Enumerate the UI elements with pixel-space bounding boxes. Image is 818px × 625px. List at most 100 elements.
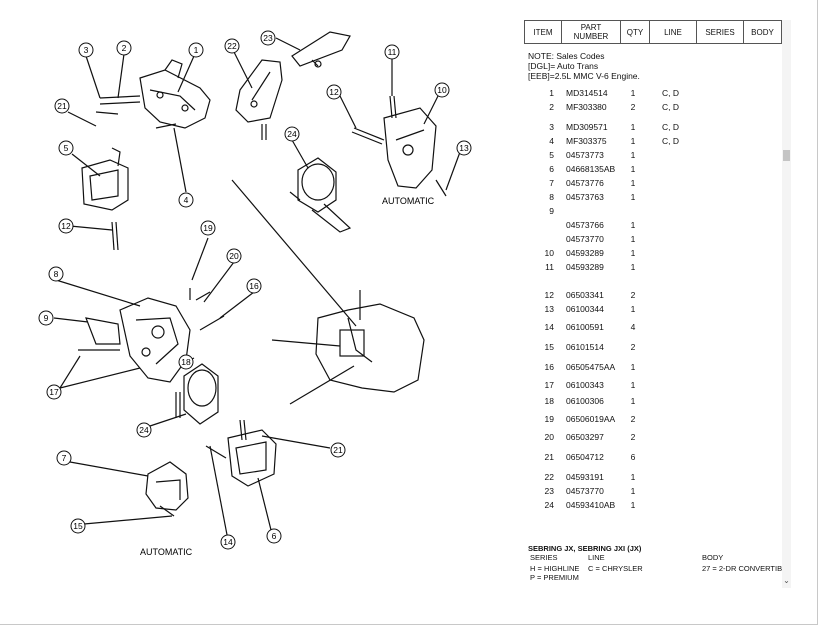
vehicle-engine-outline: [315, 290, 425, 393]
qty-cell: 1: [630, 380, 636, 390]
callout-6: 6: [266, 528, 282, 544]
qty-cell: 1: [630, 220, 636, 230]
svg-text:24: 24: [139, 425, 149, 435]
part-number-cell: 04573770: [566, 486, 604, 496]
qty-cell: 4: [630, 322, 636, 332]
legend-body-27: 27 = 2-DR CONVERTIBL: [702, 564, 787, 573]
legend-series-p: P = PREMIUM: [530, 573, 579, 582]
line-cell: C, D: [662, 88, 679, 98]
part-number-cell: 04573773: [566, 150, 604, 160]
item-cell: 15: [544, 342, 554, 352]
item-cell: 1: [549, 88, 554, 98]
line-cell: C, D: [662, 136, 679, 146]
svg-text:12: 12: [329, 87, 339, 97]
part-number-cell: 06101514: [566, 342, 604, 352]
item-cell: 16: [544, 362, 554, 372]
legend-body-label: BODY: [702, 553, 724, 562]
callout-14: 14: [220, 534, 236, 550]
legend-series-label: SERIES: [530, 553, 558, 562]
qty-cell: 1: [630, 164, 636, 174]
item-cell: 3: [549, 122, 554, 132]
svg-text:21: 21: [333, 445, 343, 455]
qty-cell: 1: [630, 486, 636, 496]
note-line: [DGL]= Auto Trans: [528, 61, 599, 71]
sales-codes-note: NOTE: Sales Codes [DGL]= Auto Trans [EEB…: [524, 51, 782, 81]
item-cell: 23: [544, 486, 554, 496]
vertical-scrollbar[interactable]: ⌄: [782, 20, 791, 588]
qty-cell: 1: [630, 500, 636, 510]
mount-7-drawing: [145, 461, 189, 517]
item-cell: 17: [544, 380, 554, 390]
item-cell: 21: [544, 452, 554, 462]
bracket-23-drawing: [291, 31, 351, 68]
mount-24-mid-drawing: [183, 363, 219, 425]
part-number-cell: 06100591: [566, 322, 604, 332]
item-cell: 6: [549, 164, 554, 174]
svg-text:9: 9: [44, 313, 49, 323]
callout-5: 5: [58, 140, 74, 156]
mount-24-top-drawing: [289, 157, 352, 233]
svg-text:12: 12: [61, 221, 71, 231]
qty-cell: 2: [630, 414, 636, 424]
legend-line-c: C = CHRYSLER: [588, 564, 643, 573]
qty-cell: 2: [630, 102, 636, 112]
qty-cell: 1: [630, 122, 636, 132]
part-number-cell: 04668135AB: [566, 164, 616, 174]
callout-9: 9: [38, 310, 54, 326]
item-cell: 4: [549, 136, 554, 146]
callout-18: 18: [178, 354, 194, 370]
qty-cell: 1: [630, 234, 636, 244]
callout-19: 19: [200, 220, 216, 236]
scrollbar-thumb[interactable]: [783, 150, 790, 161]
legend-line-label: LINE: [588, 553, 605, 562]
part-number-cell: 04573770: [566, 234, 604, 244]
qty-cell: 1: [630, 192, 636, 202]
qty-cell: 1: [630, 262, 636, 272]
item-cell: 8: [549, 192, 554, 202]
pointer-arrow: [289, 365, 355, 405]
part-number-cell: 06506019AA: [566, 414, 616, 424]
item-cell: 10: [544, 248, 554, 258]
callout-24: 24: [284, 126, 300, 142]
part-number-cell: MF303380: [566, 102, 607, 112]
bracket-10-drawing: [351, 95, 447, 197]
part-number-cell: 06503341: [566, 290, 604, 300]
item-cell: 18: [544, 396, 554, 406]
qty-cell: 1: [630, 150, 636, 160]
callout-16: 16: [246, 278, 262, 294]
callout-23: 23: [260, 30, 276, 46]
callout-4: 4: [178, 192, 194, 208]
part-number-cell: MD309571: [566, 122, 608, 132]
part-number-cell: 04593289: [566, 262, 604, 272]
callout-bubbles: 3 2 1 21 5 4 12 22 23 24 11 12 10 13 19 …: [38, 30, 472, 550]
svg-text:8: 8: [54, 269, 59, 279]
col-series: SERIES: [696, 20, 744, 44]
item-cell: 7: [549, 178, 554, 188]
svg-text:22: 22: [227, 41, 237, 51]
qty-cell: 2: [630, 342, 636, 352]
note-line: NOTE: Sales Codes: [528, 51, 605, 61]
svg-text:2: 2: [122, 43, 127, 53]
item-cell: 12: [544, 290, 554, 300]
qty-cell: 1: [630, 362, 636, 372]
mount-6-drawing: [205, 419, 277, 487]
item-cell: 24: [544, 500, 554, 510]
svg-text:5: 5: [64, 143, 69, 153]
svg-text:18: 18: [181, 357, 191, 367]
col-body: BODY: [743, 20, 782, 44]
svg-text:11: 11: [388, 47, 397, 57]
callout-20: 20: [226, 248, 242, 264]
qty-cell: 6: [630, 452, 636, 462]
scroll-down-arrow-icon[interactable]: ⌄: [783, 576, 790, 585]
callout-8: 8: [48, 266, 64, 282]
svg-text:6: 6: [272, 531, 277, 541]
callout-21b: 21: [330, 442, 346, 458]
note-line: [EEB]=2.5L MMC V-6 Engine.: [528, 71, 640, 81]
part-number-cell: 04573766: [566, 220, 604, 230]
bracket-22-drawing: [235, 59, 283, 140]
part-number-cell: 06503297: [566, 432, 604, 442]
part-number-cell: 04593191: [566, 472, 604, 482]
